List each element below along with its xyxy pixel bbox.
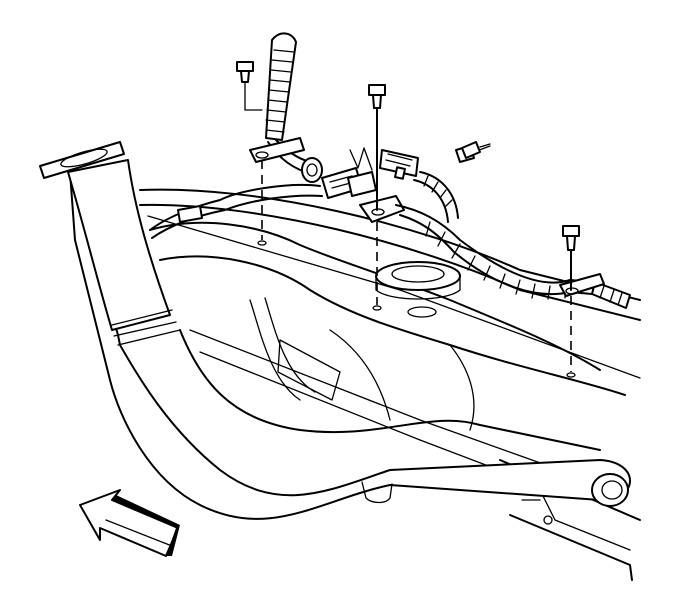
mounting-holes bbox=[257, 240, 576, 378]
mounting-guide-lines bbox=[261, 160, 572, 372]
forward-direction-arrow bbox=[79, 489, 180, 557]
bolt-center bbox=[368, 84, 386, 211]
bolt-top-left bbox=[236, 61, 263, 111]
fuel-tank bbox=[149, 221, 626, 431]
frame-rail bbox=[139, 188, 641, 581]
bolt-right bbox=[562, 225, 580, 291]
exhaust-pipe bbox=[39, 141, 631, 520]
bolt-small-connector bbox=[461, 141, 491, 159]
